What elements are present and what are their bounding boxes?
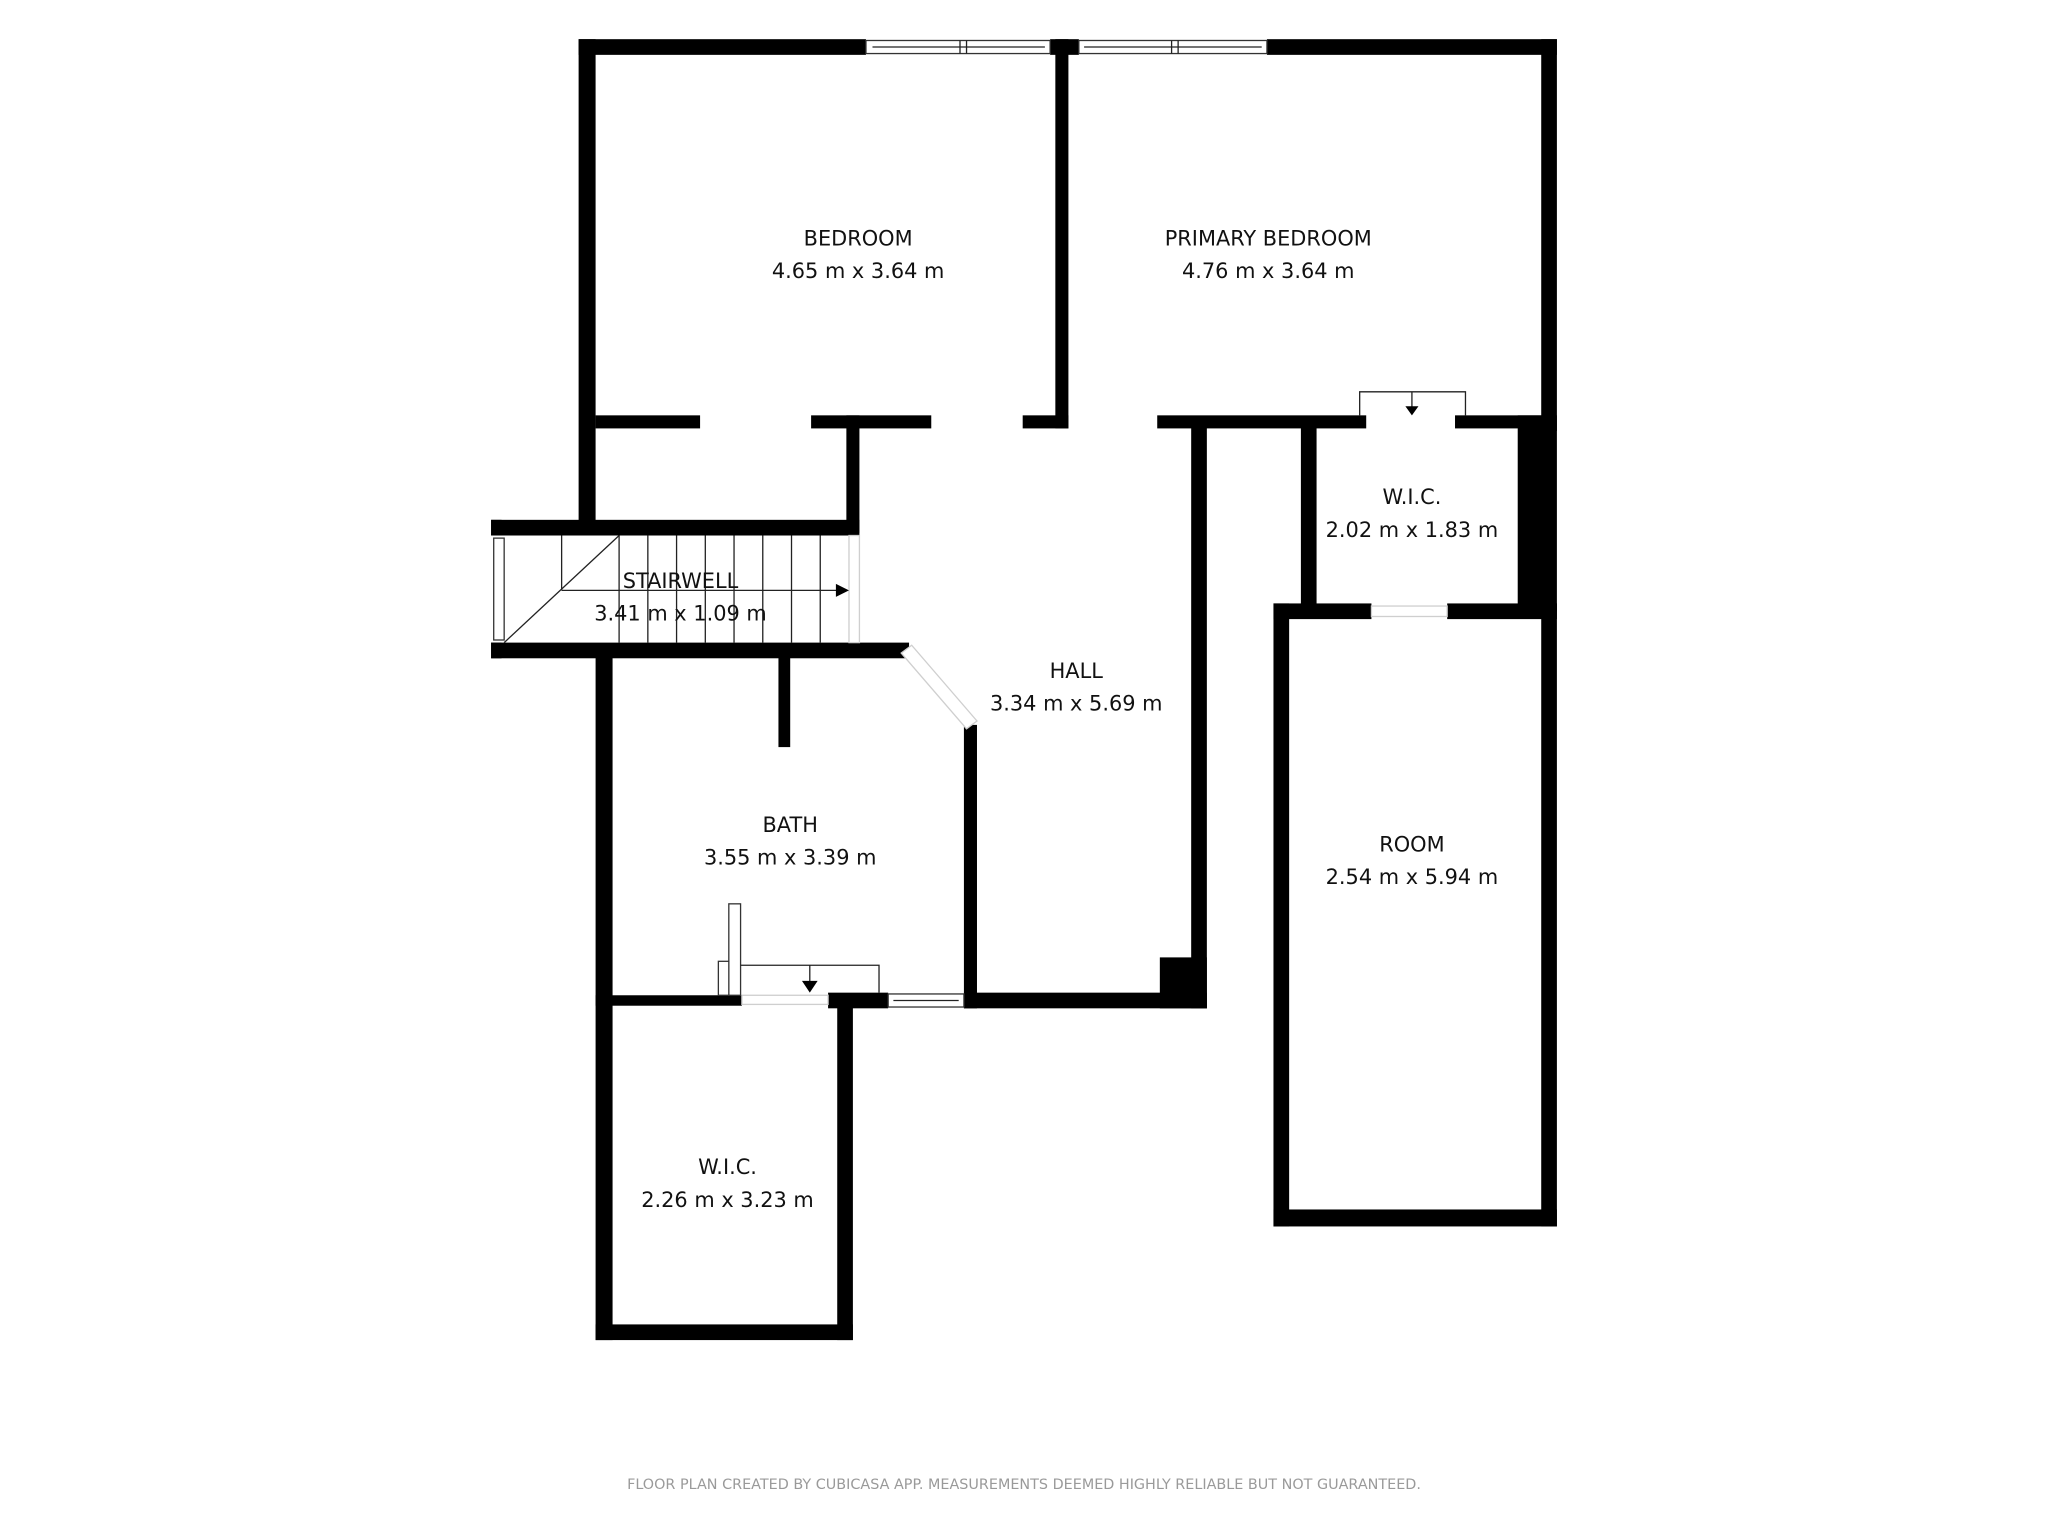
room-dims-wic-upper: 2.02 m x 1.83 m	[1326, 518, 1499, 542]
room-dims-bath: 3.55 m x 3.39 m	[704, 846, 877, 870]
room-labels: BEDROOM 4.65 m x 3.64 m PRIMARY BEDROOM …	[594, 227, 1498, 1212]
disclaimer-footer: FLOOR PLAN CREATED BY CUBICASA APP. MEAS…	[627, 1477, 1421, 1493]
room-name-primary-bedroom: PRIMARY BEDROOM	[1165, 227, 1372, 251]
room-name-hall: HALL	[1050, 659, 1104, 683]
walls	[491, 39, 1557, 1341]
room-name-stairwell: STAIRWELL	[623, 569, 739, 593]
room-dims-hall: 3.34 m x 5.69 m	[990, 692, 1163, 716]
doors	[717, 391, 1467, 1006]
windows	[493, 39, 1268, 1008]
room-name-bedroom: BEDROOM	[804, 227, 913, 251]
room-dims-wic-lower: 2.26 m x 3.23 m	[641, 1188, 814, 1212]
room-dims-primary-bedroom: 4.76 m x 3.64 m	[1182, 259, 1355, 283]
room-dims-bedroom: 4.65 m x 3.64 m	[772, 259, 945, 283]
room-dims-room: 2.54 m x 5.94 m	[1326, 865, 1499, 889]
stairs	[503, 535, 849, 644]
room-name-room: ROOM	[1379, 833, 1444, 857]
room-name-wic-lower: W.I.C.	[698, 1155, 757, 1179]
room-name-wic-upper: W.I.C.	[1382, 485, 1441, 509]
room-name-bath: BATH	[762, 813, 817, 837]
room-dims-stairwell: 3.41 m x 1.09 m	[594, 601, 767, 625]
